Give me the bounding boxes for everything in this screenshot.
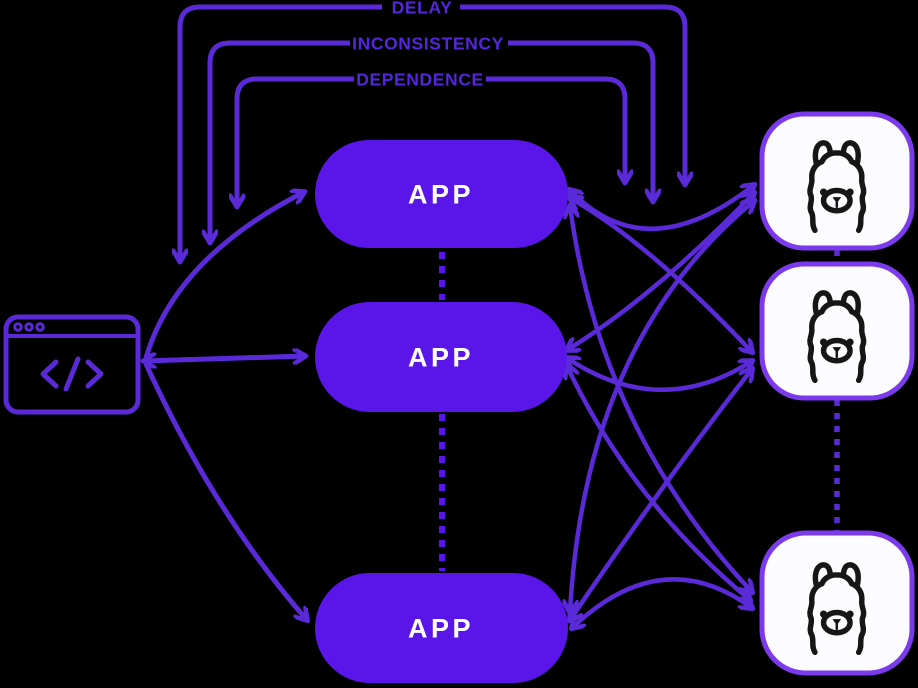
window-dots-icon (13, 322, 45, 332)
app-label: APP (408, 180, 474, 210)
code-icon (40, 356, 104, 392)
app-node-2: APP (315, 302, 567, 412)
model-node-2 (759, 261, 915, 401)
feedback-label-delay: DELAY (392, 0, 453, 18)
connection-edge (143, 192, 304, 359)
llama-icon (810, 565, 864, 652)
model-node-1 (759, 111, 915, 251)
app-node-3: APP (315, 573, 568, 683)
model-node-3 (759, 530, 915, 676)
connection-edge (572, 577, 752, 628)
feedback-arc-delay: DELAY (180, 0, 685, 261)
app-to-model-mesh (567, 185, 754, 628)
connection-edge (144, 356, 305, 361)
app-label: APP (408, 614, 474, 644)
app-label: APP (408, 343, 474, 373)
connection-edge (567, 366, 750, 600)
feedback-label-inconsistency: INCONSISTENCY (352, 34, 504, 54)
feedback-arc-inconsistency: INCONSISTENCY (210, 34, 653, 243)
llama-icon (810, 293, 864, 380)
connection-edge (567, 358, 752, 392)
source-to-app-edges (144, 192, 307, 620)
source-browser-node (3, 314, 141, 415)
app-node-1: APP (315, 140, 568, 248)
feedback-label-dependence: DEPENDENCE (356, 70, 484, 90)
feedback-arc-dependence: DEPENDENCE (237, 70, 625, 207)
connection-edge (570, 369, 752, 620)
connection-edge (143, 362, 307, 620)
llama-icon (810, 143, 864, 230)
